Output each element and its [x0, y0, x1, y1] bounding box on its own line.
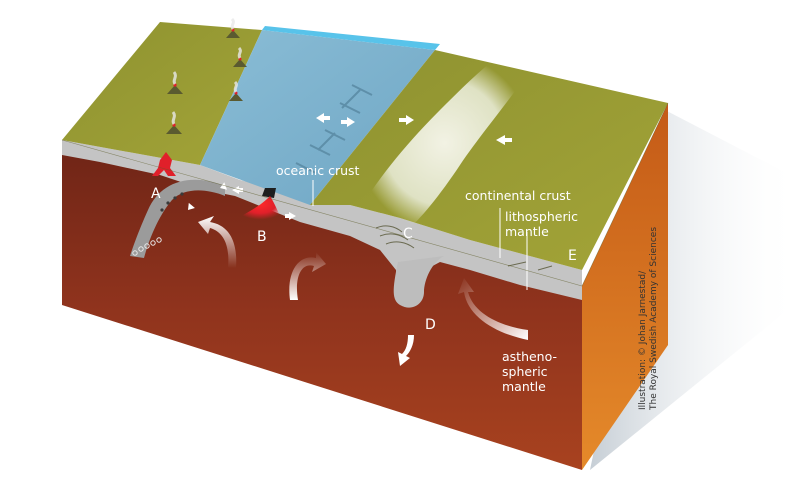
slab-bubbles: [132, 237, 162, 256]
illustration-credit: Illustration: © Johan Jarnestad/ The Roy…: [638, 226, 659, 410]
marker-b: B: [257, 229, 267, 245]
plate-motion-arrows: [188, 113, 512, 220]
leader-lines: [312, 180, 528, 290]
marker-d: D: [425, 317, 436, 333]
ocean-far-edge: [262, 26, 440, 50]
left-continent-top: [62, 22, 262, 165]
convection-arrows: [198, 216, 528, 366]
magma-chamber-b: [238, 196, 282, 223]
volcanoes: [166, 17, 247, 134]
block-side-face: [582, 103, 668, 470]
label-lithospheric-mantle: lithospheric mantle: [505, 209, 578, 239]
marker-a: A: [151, 186, 161, 202]
slab-dots: [160, 192, 184, 212]
marker-c: C: [403, 226, 413, 242]
label-oceanic-crust: oceanic crust: [276, 163, 360, 178]
trench-rock: [262, 188, 276, 198]
thrust-lines: [375, 225, 553, 271]
magma-vent-a: [152, 152, 176, 176]
continental-highland: [358, 54, 531, 232]
spreading-ridge: [295, 84, 373, 174]
downwelling-plume: [393, 256, 444, 308]
label-continental-crust: continental crust: [465, 188, 571, 203]
marker-e: E: [568, 248, 577, 264]
label-asthenospheric-mantle: astheno- spheric mantle: [502, 349, 557, 394]
mantle-front-face: [62, 140, 582, 470]
block-edges: [61, 102, 669, 287]
